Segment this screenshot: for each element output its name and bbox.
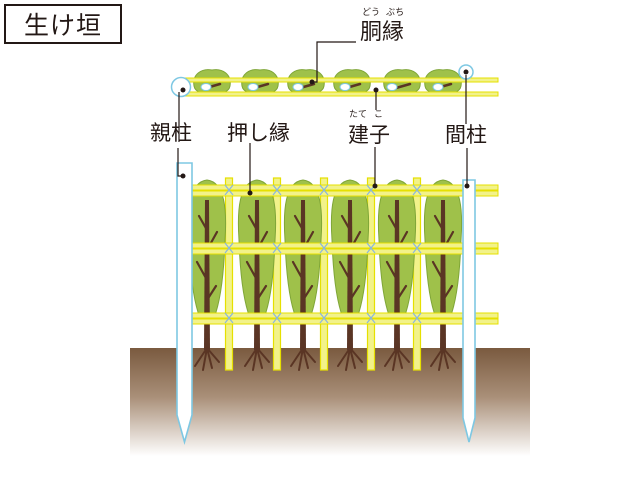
rope-tie: [319, 184, 329, 196]
rope-tie: [319, 312, 329, 324]
dobuchi-ruby-2: ぶち: [386, 8, 405, 18]
rope-tie: [319, 242, 329, 254]
label-oyabashira: 親柱: [150, 121, 192, 145]
tree-roots: [384, 347, 410, 371]
tree-branches: [291, 214, 315, 302]
leader-lines: [177, 41, 468, 192]
rope-tie: [412, 242, 422, 254]
tree: [423, 179, 463, 371]
rope-tie: [272, 184, 282, 196]
rope-tie: [366, 242, 376, 254]
leader-dots: [180, 69, 470, 196]
label-dobuchi: 胴縁: [360, 20, 405, 45]
tree-roots: [244, 347, 270, 371]
tree: [377, 179, 417, 371]
tree: [237, 179, 277, 371]
oyabashira-section: [170, 76, 192, 98]
label-oshibuchi: 押し縁: [227, 121, 290, 145]
tateko-ruby-2: こ: [374, 110, 384, 120]
tree-branches: [245, 214, 269, 302]
tateko-posts: [224, 177, 422, 371]
tree-roots: [194, 347, 220, 371]
tree: [283, 179, 323, 371]
rope-tie: [366, 312, 376, 324]
dobuchi-detail: [170, 64, 499, 98]
tateko-section: [247, 83, 259, 91]
label-mabashira: 間柱: [445, 123, 487, 147]
dobuchi-ruby-1: どう: [362, 8, 381, 18]
tateko-post: [272, 177, 282, 371]
label-tateko: 建子: [348, 123, 390, 147]
oyabashira-post: [176, 162, 193, 445]
tree-branches: [338, 214, 362, 302]
rope-tie: [272, 312, 282, 324]
mabashira-post: [462, 179, 476, 443]
rope-tie: [224, 312, 234, 324]
diagram-title: 生け垣: [4, 4, 122, 44]
tree: [330, 179, 370, 371]
rope-tie: [272, 242, 282, 254]
tateko-section: [386, 83, 398, 91]
tateko-section: [432, 83, 444, 91]
tateko-ruby-1: たて: [349, 110, 368, 120]
tree-roots: [290, 347, 316, 371]
trunk-stub: [394, 82, 412, 90]
tree-branches: [385, 214, 409, 302]
rope-tie: [412, 184, 422, 196]
rope-tie: [224, 184, 234, 196]
tateko-post: [224, 177, 234, 371]
tateko-post: [412, 177, 422, 371]
oshibuchi-bar: [179, 91, 499, 97]
rope-tie: [224, 242, 234, 254]
tateko-section: [339, 83, 351, 91]
tree-roots: [337, 347, 363, 371]
dobuchi-bar: [179, 77, 499, 83]
tateko-section: [200, 83, 212, 91]
tateko-post: [319, 177, 329, 371]
tree-branches: [195, 214, 219, 302]
tree: [187, 179, 227, 371]
tateko-section: [292, 83, 304, 91]
tateko-post: [366, 177, 376, 371]
tree-branches: [431, 214, 455, 302]
rope-tie: [412, 312, 422, 324]
tree-roots: [430, 347, 456, 371]
